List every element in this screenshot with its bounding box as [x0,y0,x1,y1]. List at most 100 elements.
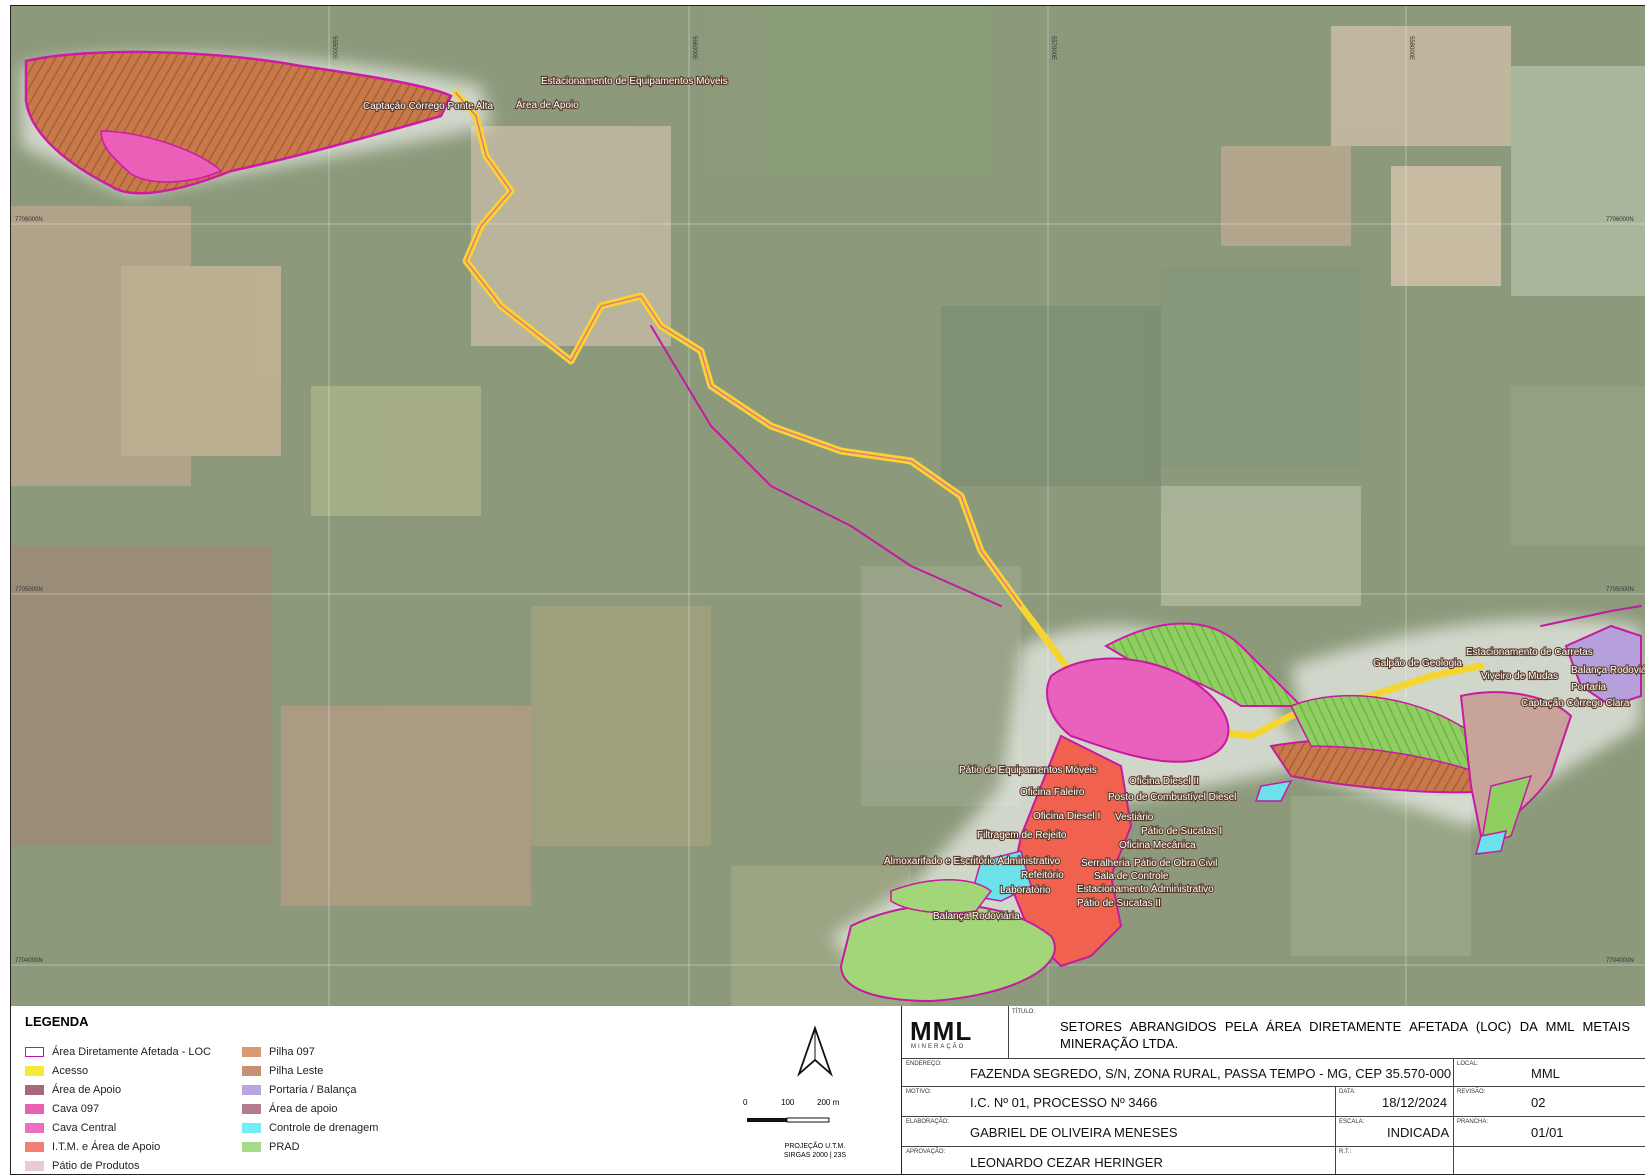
company-logo: MML [910,1016,973,1046]
legend-label: Portaria / Balança [269,1083,357,1096]
legend-swatch [242,1065,261,1076]
escala-value: INDICADA [1387,1125,1450,1140]
legend-item: Cava Central [25,1118,211,1137]
imagery-patches [11,6,1645,1006]
endereco-value: FAZENDA SEGREDO, S/N, ZONA RURAL, PASSA … [970,1066,1452,1081]
legend-swatch [25,1065,44,1076]
legend-label: Cava 097 [52,1102,100,1115]
label-estacionamento-adm: Estacionamento Administrativo [1077,884,1214,895]
legend-label: Área de apoio [269,1102,338,1115]
grid-label-x: 558000E [1408,36,1414,60]
legend-swatch [242,1084,261,1095]
legend-item: Portaria / Balança [242,1080,378,1099]
legend-column-1: Área Diretamente Afetada - LOC Acesso Ár… [25,1042,211,1175]
label-oficina-faleiro: Oficina Faleiro [1020,787,1085,798]
label-almoxarifado: Almoxarifado e Escritório Administrativo [884,856,1061,867]
legend-swatch [242,1046,261,1057]
legend-item: PRAD [242,1137,378,1156]
grid-label-x: 556000E [691,36,697,60]
label-posto-combustivel: Posto de Combustível Diesel [1108,792,1236,803]
legend-item: Pilha 097 [242,1042,378,1061]
label-sala-controle: Sala de Controle [1094,871,1169,882]
motivo-label: MOTIVO: [906,1089,932,1095]
legend-item: I.T.M. e Área de Apoio [25,1137,211,1156]
label-estacionamento-carretas: Estacionamento de Carretas [1466,647,1593,658]
label-portaria: Portaria [1571,682,1606,693]
label-captacao-ponte-alta: Captação Córrego Ponte Alta [363,101,494,112]
label-laboratorio: Laboratório [1000,885,1051,896]
legend-item: Pilha Leste [242,1061,378,1080]
legend-item: Área Diretamente Afetada - LOC [25,1042,211,1061]
aprovacao-label: APROVAÇÃO: [906,1149,946,1155]
elaboracao-label: ELABORAÇÃO: [906,1119,950,1125]
label-captacao-clara: Captação Córrego Clara [1521,698,1630,709]
label-area-apoio: Área de Apoio [516,98,579,111]
map-title: SETORES ABRANGIDOS PELA ÁREA DIRETAMENTE… [1060,1019,1630,1051]
data-label: DATA: [1339,1089,1356,1095]
grid-label-y: 7705000N [15,587,43,593]
legend-label: Pátio de Produtos [52,1159,140,1172]
legend-title: LEGENDA [25,1014,89,1029]
legend-label: Acesso [52,1064,89,1077]
label-oficina-diesel-ii: Oficina Diesel II [1129,776,1199,787]
endereco-label: ENDEREÇO: [906,1061,942,1067]
revisao-label: REVISÃO: [1457,1089,1486,1095]
scale-tick-200: 200 m [817,1098,840,1107]
legend-item: Área de apoio [242,1099,378,1118]
legend-item: Controle de drenagem [242,1118,378,1137]
legend-swatch [25,1122,44,1133]
central-complex[interactable] [839,622,1304,1003]
grid-label-x: 555000E [331,36,337,60]
aprovacao-value: LEONARDO CEZAR HERINGER [970,1155,1163,1170]
label-patio-sucatas-i: Pátio de Sucatas I [1141,826,1222,837]
label-balanca-rodoviaria-leste: Balança Rodoviária [1571,665,1645,676]
datum-label: SIRGAS 2000 | 23S [783,1152,847,1159]
legend-label: Pilha Leste [269,1064,324,1077]
title-block: MML MINERAÇÃO TÍTULO: SETORES ABRANGIDOS… [902,1006,1645,1175]
legend-column-2: Pilha 097 Pilha Leste Portaria / Balança… [242,1042,378,1156]
label-filtragem-rejeito: Filtragem de Rejeito [977,830,1067,841]
legend-item: Área de Apoio [25,1080,211,1099]
north-scale-panel: 0 100 200 m PROJEÇÃO U.T.M. SIRGAS 2000 … [729,1006,902,1175]
legend-label: Cava Central [52,1121,117,1134]
legend-item: Acesso [25,1061,211,1080]
utm-grid-labels: 555000E 556000E 557000E 558000E 7706000N… [15,36,1634,964]
label-viveiro-mudas: Viveiro de Mudas [1481,671,1558,682]
label-galpao-geologia: Galpão de Geologia [1373,658,1462,669]
label-serralheria: Serralheria [1081,858,1130,869]
company-logo-subtitle: MINERAÇÃO [911,1044,966,1050]
grid-label-x: 557000E [1050,36,1056,60]
label-patio-equipamentos: Pátio de Equipamentos Móveis [959,765,1097,776]
label-vestiario: Vestiário [1115,812,1154,823]
scale-bar [747,1117,830,1123]
titulo-label: TÍTULO: [1012,1009,1036,1015]
prancha-label: PRANCHA: [1457,1119,1489,1125]
utm-grid [11,6,1645,1006]
north-arrow-icon [797,1026,833,1077]
motivo-value: I.C. Nº 01, PROCESSO Nº 3466 [970,1095,1158,1110]
east-pilha-leste[interactable] [1254,624,1642,855]
revisao-value: 02 [1531,1095,1546,1110]
rt-label: R.T.: [1339,1149,1352,1155]
logo-box: MML MINERAÇÃO [902,1006,1009,1058]
map-frame[interactable]: 555000E 556000E 557000E 558000E 7706000N… [10,5,1645,1007]
grid-label-y-right: 7704000N [1606,958,1634,964]
legend-label: Área Diretamente Afetada - LOC [52,1045,211,1058]
local-label: LOCAL: [1457,1061,1479,1067]
legend-label: Controle de drenagem [269,1121,379,1134]
legend-label: Área de Apoio [52,1083,122,1096]
label-refeitorio: Refeitório [1021,870,1064,881]
grid-label-y: 7704000N [15,958,43,964]
pilha-097-area[interactable] [24,50,453,195]
legend-swatch [25,1103,44,1114]
legend-item: Pátio de Produtos [25,1156,211,1175]
scale-tick-100: 100 [781,1098,795,1107]
data-value: 18/12/2024 [1382,1095,1448,1110]
label-patio-obra-civil: Pátio de Obra Civil [1134,858,1217,869]
projection-label: PROJEÇÃO U.T.M. [784,1143,846,1150]
scale-tick-0: 0 [743,1098,748,1107]
legend-label: I.T.M. e Área de Apoio [52,1140,161,1153]
aerial-map[interactable]: 555000E 556000E 557000E 558000E 7706000N… [11,6,1645,1006]
legend-swatch [242,1141,261,1152]
grid-label-y: 7706000N [15,217,43,223]
